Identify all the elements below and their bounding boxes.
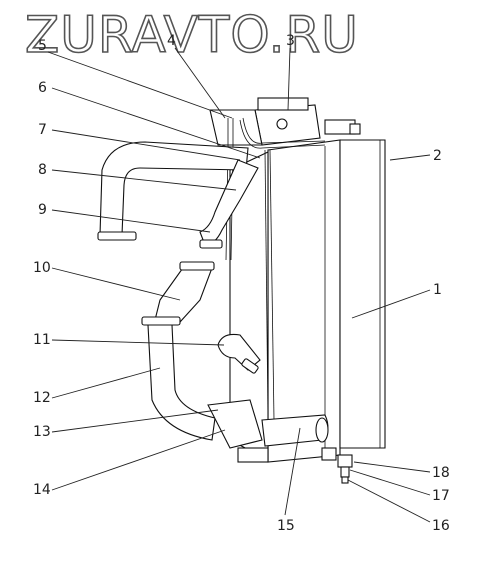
callout-1: 1 — [433, 282, 442, 298]
callout-14: 14 — [33, 482, 51, 498]
callout-6: 6 — [38, 80, 47, 96]
callout-5: 5 — [38, 38, 47, 54]
hose-8-9 — [199, 159, 259, 249]
lower-hose — [147, 324, 216, 441]
callout-9: 9 — [38, 202, 47, 218]
hose-10 — [141, 261, 215, 326]
callout-18: 18 — [432, 465, 450, 481]
callout-12: 12 — [33, 390, 51, 406]
leader-lines — [47, 47, 431, 523]
lower-outlet — [207, 399, 337, 463]
callout-8: 8 — [38, 162, 47, 178]
radiator-core — [229, 139, 386, 463]
elbow-fitting — [217, 333, 261, 374]
callout-13: 13 — [33, 424, 51, 440]
callout-11: 11 — [33, 332, 51, 348]
callout-7: 7 — [38, 122, 47, 138]
expansion-tank — [209, 97, 361, 146]
callout-16: 16 — [432, 518, 450, 534]
callout-3: 3 — [286, 33, 295, 49]
watermark-text: ZURAVTO.RU — [25, 6, 359, 64]
callout-15: 15 — [277, 518, 295, 534]
callout-4: 4 — [167, 33, 176, 49]
callout-10: 10 — [33, 260, 51, 276]
callout-2: 2 — [433, 148, 442, 164]
callout-17: 17 — [432, 488, 450, 504]
drain-valve — [337, 454, 353, 484]
